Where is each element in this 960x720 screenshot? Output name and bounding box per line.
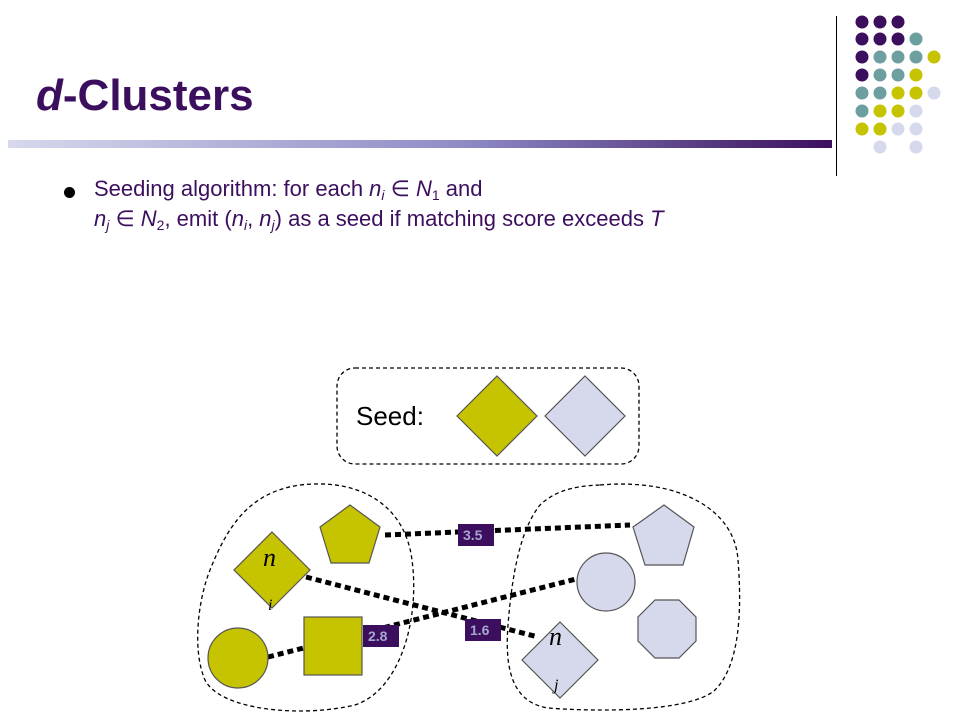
decorative-dot — [891, 15, 905, 29]
decorative-dot — [909, 50, 923, 64]
decorative-dot — [855, 122, 869, 136]
decorative-dot — [873, 104, 887, 118]
decorative-dot — [891, 68, 905, 82]
decorative-dot — [891, 32, 905, 46]
decorative-dot — [873, 50, 887, 64]
decorative-dot — [927, 50, 941, 64]
decorative-dot — [855, 68, 869, 82]
decorative-dot — [873, 32, 887, 46]
node-nj-lavender-diamond — [521, 621, 599, 699]
decorative-dot — [909, 68, 923, 82]
score-badge-1-6 — [465, 619, 501, 641]
decorative-dot — [891, 50, 905, 64]
decorative-dot — [927, 86, 941, 100]
olive-pentagon — [319, 504, 381, 564]
node-ni-olive-diamond — [233, 531, 311, 609]
olive-square — [303, 616, 363, 676]
decorative-dot — [873, 140, 887, 154]
decorative-dot-grid-icon — [855, 15, 941, 154]
node-nj-subscript: j — [552, 677, 559, 694]
decorative-dot — [909, 86, 923, 100]
seed-box — [336, 367, 640, 465]
node-ni-subscript: i — [268, 597, 272, 614]
lavender-pentagon — [632, 504, 695, 566]
decorative-dot — [873, 68, 887, 82]
score-label-1-6: 1.6 — [470, 622, 490, 638]
score-badge-3-5 — [458, 524, 494, 546]
lavender-octagon — [637, 599, 697, 659]
title-italic-part: d — [36, 71, 63, 120]
decorative-dot — [855, 104, 869, 118]
node-ni-letter: n — [263, 543, 276, 572]
decorative-dot — [873, 122, 887, 136]
score-label-3-5: 3.5 — [463, 527, 483, 543]
score-badge-2-8 — [363, 625, 399, 647]
decorative-dot — [891, 104, 905, 118]
cluster-n2-outline — [506, 483, 741, 711]
decorative-dot — [873, 15, 887, 29]
title-underline — [8, 140, 832, 148]
decorative-dot — [855, 32, 869, 46]
seed-label: Seed: — [356, 401, 424, 431]
score-label-2-8: 2.8 — [368, 628, 388, 644]
decorative-dot — [855, 50, 869, 64]
decorative-dot — [909, 104, 923, 118]
lavender-circle — [576, 552, 636, 612]
title-rest-part: -Clusters — [62, 71, 254, 120]
bullet-marker — [64, 187, 75, 198]
decorative-dot — [909, 140, 923, 154]
slide-title: d-Clusters — [36, 74, 254, 118]
cluster-n1-outline — [197, 483, 415, 712]
decorative-dot — [909, 32, 923, 46]
decorative-dot — [873, 86, 887, 100]
decorative-dot — [891, 122, 905, 136]
decorative-vertical-line — [836, 16, 837, 176]
seed-olive-diamond — [456, 375, 538, 457]
olive-circle — [207, 627, 269, 689]
decorative-dot — [855, 86, 869, 100]
decorative-dot — [891, 86, 905, 100]
seed-lavender-diamond — [544, 375, 626, 457]
node-nj-letter: n — [549, 622, 562, 651]
decorative-dot — [909, 122, 923, 136]
decorative-dot — [855, 15, 869, 29]
edge-score-3-5 — [384, 522, 631, 538]
